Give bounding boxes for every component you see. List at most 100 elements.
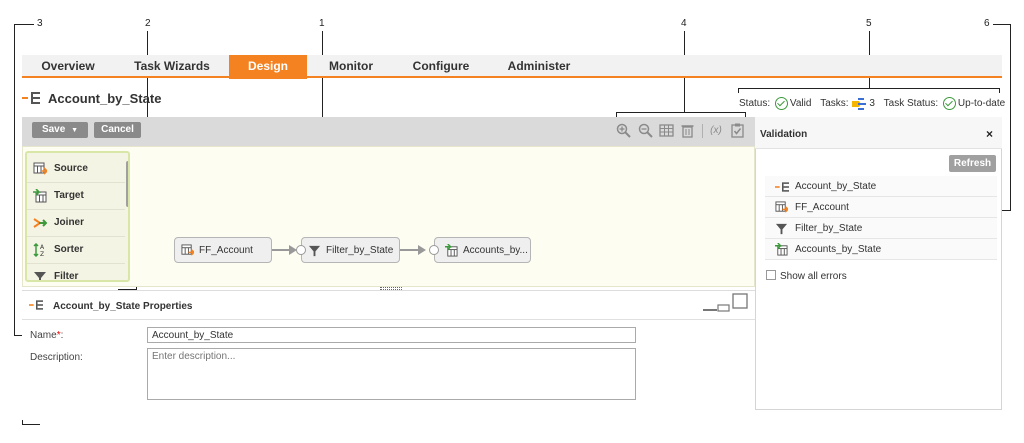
restore-icon[interactable]	[717, 300, 731, 312]
tab-configure[interactable]: Configure	[412, 59, 470, 73]
callout-4: 4	[681, 18, 687, 29]
validation-item-label: Account_by_State	[795, 181, 877, 192]
description-input[interactable]	[147, 348, 636, 400]
link-arrowhead	[289, 245, 297, 255]
tab-task-wizards[interactable]: Task Wizards	[134, 59, 210, 73]
main-nav: Overview Task Wizards Design Monitor Con…	[22, 55, 1002, 79]
node-label: FF_Account	[199, 245, 253, 256]
canvas-link[interactable]	[400, 249, 418, 251]
tab-overview[interactable]: Overview	[41, 59, 95, 73]
target-icon	[33, 189, 47, 203]
required-marker: *	[56, 330, 61, 341]
zoom-in-icon[interactable]	[616, 123, 631, 138]
callout-1: 1	[319, 18, 325, 29]
callout-1-line	[322, 31, 323, 185]
target-icon	[445, 244, 458, 257]
status-bar: Status: Valid Tasks: 3 Task Status: Up-t…	[739, 97, 1005, 110]
palette-item-label: Source	[54, 163, 88, 174]
callout-4-line	[745, 112, 746, 117]
panel-splitter-handle[interactable]	[380, 287, 402, 290]
name-input[interactable]	[147, 327, 636, 343]
valid-check-icon	[774, 97, 788, 110]
validation-title: Validation	[760, 129, 808, 140]
arrange-grid-icon[interactable]	[659, 123, 674, 138]
callout-3-line	[22, 424, 40, 425]
node-label: Accounts_by...	[463, 245, 528, 256]
show-all-errors-checkbox[interactable]	[766, 270, 776, 280]
filter-icon	[308, 245, 321, 257]
canvas-node-filter[interactable]: Filter_by_State	[301, 237, 400, 263]
page-title: Account_by_State	[48, 91, 162, 106]
description-field-label: Description:	[30, 352, 83, 363]
callout-5-line	[738, 88, 1000, 89]
filter-icon	[34, 272, 46, 280]
validate-checklist-icon[interactable]	[730, 123, 745, 138]
validation-item[interactable]: Account_by_State	[765, 176, 997, 197]
tab-design[interactable]: Design	[229, 55, 307, 79]
name-label-text: Name	[30, 330, 57, 341]
input-port[interactable]	[296, 245, 306, 255]
task-status-label: Task Status:	[883, 98, 939, 109]
cancel-button[interactable]: Cancel	[94, 122, 141, 138]
joiner-icon	[33, 218, 47, 228]
save-button[interactable]: Save ▼	[32, 122, 88, 138]
tasks-value[interactable]: 3	[869, 98, 875, 109]
tab-monitor[interactable]: Monitor	[329, 59, 373, 73]
link-arrowhead	[418, 245, 426, 255]
close-icon[interactable]: ×	[986, 127, 994, 141]
callout-3-line	[14, 24, 34, 25]
tasks-label: Tasks:	[820, 98, 849, 109]
delete-icon[interactable]	[680, 123, 695, 138]
mapping-icon	[29, 300, 43, 310]
validation-item[interactable]: Filter_by_State	[765, 218, 997, 239]
callout-6-line	[993, 24, 1011, 25]
palette-item-label: Target	[54, 190, 84, 201]
mapping-canvas[interactable]	[22, 146, 755, 287]
tab-administer[interactable]: Administer	[507, 59, 571, 73]
zoom-out-icon[interactable]	[638, 123, 653, 138]
source-icon	[33, 162, 47, 175]
palette-item-target[interactable]: Target	[27, 183, 125, 210]
palette-item-source[interactable]: Source	[27, 156, 125, 183]
source-icon	[181, 244, 194, 256]
maximize-icon[interactable]	[732, 293, 748, 309]
canvas-node-target[interactable]: Accounts_by...	[434, 237, 531, 263]
svg-text:Z: Z	[40, 251, 44, 257]
filter-icon	[775, 223, 788, 235]
show-all-errors-label: Show all errors	[780, 271, 847, 282]
expression-icon[interactable]: (x)	[710, 125, 722, 136]
mapping-toolbar: Save ▼ Cancel (x)	[22, 117, 755, 146]
validation-item-label: FF_Account	[795, 202, 849, 213]
mapping-icon	[775, 182, 789, 192]
palette-scrollbar[interactable]	[126, 161, 128, 207]
callout-4-line	[616, 112, 617, 117]
status-label: Status:	[739, 98, 771, 109]
palette-item-filter[interactable]: Filter	[27, 264, 125, 282]
up-to-date-check-icon	[942, 97, 956, 110]
canvas-node-source[interactable]: FF_Account	[174, 237, 272, 263]
input-port[interactable]	[429, 245, 439, 255]
refresh-button[interactable]: Refresh	[949, 155, 996, 172]
callout-3-line	[14, 335, 24, 336]
name-field-label: Name*:	[30, 330, 63, 341]
canvas-link[interactable]	[272, 249, 290, 251]
callout-6-line	[999, 210, 1011, 211]
chevron-down-icon: ▼	[71, 127, 79, 134]
callout-5-line	[999, 88, 1000, 93]
palette-item-sorter[interactable]: A Z Sorter	[27, 237, 125, 264]
status-value: Valid	[789, 98, 812, 109]
svg-text:A: A	[40, 244, 45, 251]
validation-item-label: Accounts_by_State	[795, 244, 882, 255]
palette-item-joiner[interactable]: Joiner	[27, 210, 125, 237]
palette-item-label: Filter	[54, 271, 79, 282]
palette-item-label: Sorter	[54, 244, 84, 255]
minimize-icon[interactable]	[702, 300, 718, 312]
mapping-icon	[22, 92, 40, 104]
tasks-icon[interactable]	[852, 97, 868, 110]
callout-5: 5	[866, 18, 872, 29]
validation-header	[755, 117, 1002, 149]
validation-item-label: Filter_by_State	[795, 223, 863, 234]
validation-item[interactable]: FF_Account	[765, 197, 997, 218]
name-label-colon: :	[60, 330, 64, 341]
validation-item[interactable]: Accounts_by_State	[765, 239, 997, 260]
